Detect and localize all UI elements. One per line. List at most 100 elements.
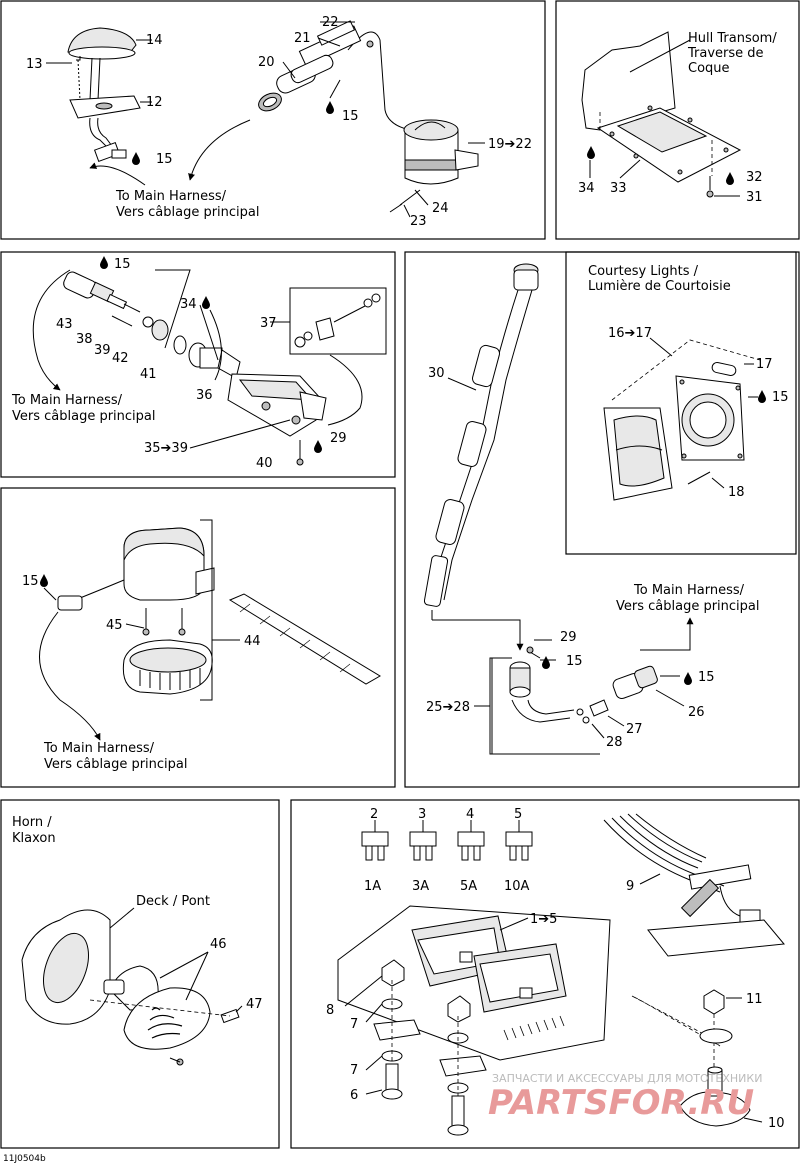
callout: 44 <box>244 634 261 649</box>
callout: 22 <box>322 15 339 30</box>
panel-hull-transom <box>555 0 800 240</box>
callout: 8 <box>326 1003 334 1018</box>
callout: 29 <box>330 431 347 446</box>
courtesy-light <box>603 339 761 501</box>
callout: 40 <box>256 456 273 471</box>
callout: 15 <box>156 152 173 167</box>
harness-note-en: To Main Harness/ <box>11 393 123 408</box>
callout: 38 <box>76 332 93 347</box>
callout: 15 <box>114 257 131 272</box>
callout: 47 <box>246 997 263 1012</box>
callout: 36 <box>196 388 213 403</box>
callout: 32 <box>746 170 763 185</box>
fuse-number: 3 <box>418 807 426 822</box>
callout: 46 <box>210 937 227 952</box>
callout: 18 <box>728 485 745 500</box>
callout: 28 <box>606 735 623 750</box>
horn-title: Klaxon <box>12 831 56 846</box>
nav-light-assembly <box>67 27 141 163</box>
fuse-number: 2 <box>370 807 378 822</box>
cable-assembly <box>423 263 539 651</box>
bilge-pump-top <box>258 20 479 213</box>
harness-note-fr: Vers câblage principal <box>116 205 260 220</box>
hull-title: Coque <box>688 61 730 76</box>
callout: 15 <box>566 654 583 669</box>
callout: 6 <box>350 1088 358 1103</box>
horn-title: Horn / <box>12 815 52 830</box>
callout: 31 <box>746 190 763 205</box>
horn-assembly <box>21 909 240 1066</box>
hull-title: Traverse de <box>687 46 764 61</box>
fuse-number: 5 <box>514 807 522 822</box>
deck-label: Deck / Pont <box>136 894 210 909</box>
callout: 16➔17 <box>608 326 652 341</box>
transom-bracket <box>581 31 742 198</box>
callout: 13 <box>26 57 43 72</box>
panel-mid-left <box>0 251 396 478</box>
callout: 25➔28 <box>426 700 470 715</box>
callout: 10 <box>768 1116 785 1131</box>
fuse-rating: 1A <box>364 879 381 894</box>
callout: 41 <box>140 367 157 382</box>
harness-note-en: To Main Harness/ <box>633 583 745 598</box>
callout: 23 <box>410 214 427 229</box>
callout: 21 <box>294 31 311 46</box>
callout: 45 <box>106 618 123 633</box>
watermark-logo: PARTSFOR.RU <box>488 1083 754 1123</box>
harness-note-fr: Vers câblage principal <box>616 599 760 614</box>
callout: 43 <box>56 317 73 332</box>
plug-assembly <box>63 271 327 466</box>
harness-note-en: To Main Harness/ <box>43 741 155 756</box>
callout: 15 <box>342 109 359 124</box>
callout: 12 <box>146 95 163 110</box>
panel-top-left <box>0 0 546 240</box>
callout: 26 <box>688 705 705 720</box>
fuse-rating: 3A <box>412 879 429 894</box>
callout: 39 <box>94 343 111 358</box>
plug-detail-box <box>289 287 387 355</box>
callout: 7 <box>350 1063 358 1078</box>
callout: 42 <box>112 351 129 366</box>
hose <box>228 593 381 685</box>
diagram-reference: 11J0504b <box>3 1154 46 1164</box>
callout: 14 <box>146 33 163 48</box>
callout: 15 <box>698 670 715 685</box>
panel-horn <box>0 799 280 1149</box>
callout: 35➔39 <box>144 441 188 456</box>
bracket-10-11 <box>631 989 751 1127</box>
callout: 9 <box>626 879 634 894</box>
watermark: ЗАПЧАСТИ И АКСЕССУАРЫ ДЛЯ МОТОТЕХНИКИ PA… <box>488 1072 762 1123</box>
callout: 15 <box>772 390 789 405</box>
callout: 7 <box>350 1017 358 1032</box>
callout: 15 <box>22 574 39 589</box>
harness-9 <box>603 813 785 957</box>
fuse-rating: 10A <box>504 879 530 894</box>
bilge-pump <box>57 527 215 695</box>
callout: 20 <box>258 55 275 70</box>
callout: 1➔5 <box>530 912 557 927</box>
callout: 29 <box>560 630 577 645</box>
callout: 11 <box>746 992 763 1007</box>
panel-bilge-pump <box>0 487 396 788</box>
panel-fuse-box <box>290 799 800 1149</box>
courtesy-title: Courtesy Lights / <box>588 264 699 279</box>
hull-title: Hull Transom/ <box>688 31 777 46</box>
callout: 33 <box>610 181 627 196</box>
watermark-tagline: ЗАПЧАСТИ И АКСЕССУАРЫ ДЛЯ МОТОТЕХНИКИ <box>492 1072 762 1085</box>
callout: 24 <box>432 201 449 216</box>
panel-courtesy-lights <box>565 251 797 555</box>
harness-note-fr: Vers câblage principal <box>44 757 188 772</box>
fuse-hardware <box>373 959 487 1136</box>
fuse-rating: 5A <box>460 879 477 894</box>
callout: 30 <box>428 366 445 381</box>
harness-note-fr: Vers câblage principal <box>12 409 156 424</box>
callout: 34 <box>180 297 197 312</box>
callout: 27 <box>626 722 643 737</box>
callout: 37 <box>260 316 277 331</box>
fuses <box>361 820 533 861</box>
callout: 34 <box>578 181 595 196</box>
fuse-number: 4 <box>466 807 474 822</box>
socket-assembly <box>489 646 658 755</box>
callout: 19➔22 <box>488 137 532 152</box>
